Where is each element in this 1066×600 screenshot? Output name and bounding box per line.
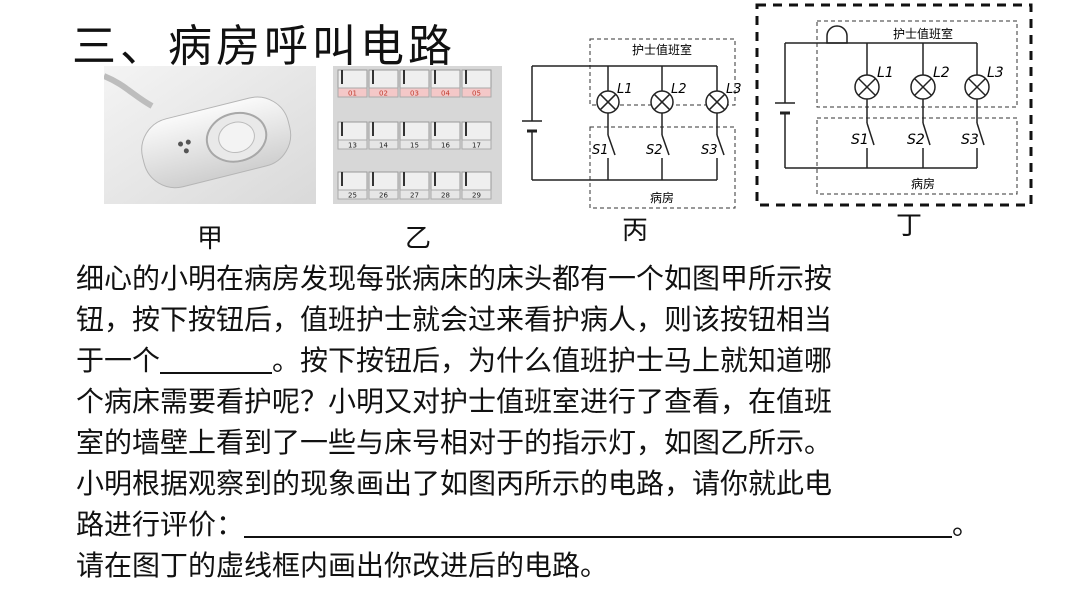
panel-number-label: 02 [379,90,388,98]
panel-number-label: 03 [410,90,419,98]
answer-blank-2[interactable] [244,508,953,538]
switch-label: S1 [592,143,609,158]
indicator-panel-photo: 01 02 03 04 05 13 14 15 16 17 25 26 27 28 29 [333,66,502,204]
lamp-label: L2 [671,82,687,97]
switch-icon [922,122,931,146]
paragraph-line: 钮，按下按钮后，值班护士就会过来看护病人，则该按钮相当 [76,303,833,336]
page-title: 三、病房呼叫电路 [72,21,456,72]
switch-label: S3 [961,132,979,148]
caption-yi: 乙 [405,224,432,254]
lamp-label: L3 [726,82,742,97]
switch-icon [976,122,985,146]
panel-number-label: 01 [348,90,357,98]
caption-bing: 丙 [622,216,649,246]
lamp-label: L1 [617,82,633,97]
lamp-label: L1 [877,65,894,81]
ward-label: 病房 [650,190,674,205]
switch-icon [716,134,725,156]
paragraph-line: 细心的小明在病房发现每张病床的床头都有一个如图甲所示按 [76,262,833,295]
paragraph-text: 。按下按钮后，为什么值班护士马上就知道哪 [272,344,833,377]
lamp-label: L3 [987,65,1004,81]
lamp-label: L2 [933,65,950,81]
switch-icon [607,134,616,156]
paragraph-text: 。 [952,508,981,541]
panel-number-label: 04 [441,90,450,98]
panel-number-label: 27 [410,192,419,200]
paragraph-line: 于一个 。按下按钮后，为什么值班护士马上就知道哪 [76,340,1056,381]
panel-number-label: 28 [441,192,450,200]
switch-icon [661,134,670,156]
caption-ding: 丁 [896,211,923,241]
paragraph-line: 请在图丁的虚线框内画出你改进后的电路。 [76,549,609,582]
ward-label-ding: 病房 [911,176,935,191]
panel-number-label: 05 [472,90,481,98]
switch-icon [866,122,875,146]
panel-number-label: 13 [348,142,357,150]
panel-number-label: 25 [348,192,357,200]
switch-label: S2 [907,132,925,148]
panel-number-label: 17 [472,142,481,150]
paragraph-text: 路进行评价： [76,508,245,541]
nurse-room-label: 护士值班室 [632,42,692,57]
paragraph-text: 于一个 [76,344,161,377]
switch-label: S3 [701,143,718,158]
paragraph-line: 个病床需要看护呢？小明又对护士值班室进行了查看，在值班 [76,385,833,418]
panel-number-label: 15 [410,142,419,150]
caption-jia: 甲 [197,224,224,254]
panel-number-label: 26 [379,192,388,200]
paragraph-line: 小明根据观察到的现象画出了如图丙所示的电路，请你就此电 [76,467,833,500]
panel-number-label: 29 [472,192,481,200]
call-button-photo [104,66,316,204]
paragraph-line: 室的墙壁上看到了一些与床号相对于的指示灯，如图乙所示。 [76,426,833,459]
switch-label: S2 [646,143,663,158]
panel-number-label: 16 [441,142,450,150]
panel-number-label: 14 [379,142,388,150]
question-paragraph: 细心的小明在病房发现每张病床的床头都有一个如图甲所示按 钮，按下按钮后，值班护士… [76,258,1056,586]
bell-icon [826,25,848,44]
paragraph-line: 路进行评价： 。 [76,504,1056,545]
switch-label: S1 [851,132,869,148]
answer-blank-1[interactable] [160,344,273,374]
nurse-room-label-ding: 护士值班室 [893,26,953,41]
